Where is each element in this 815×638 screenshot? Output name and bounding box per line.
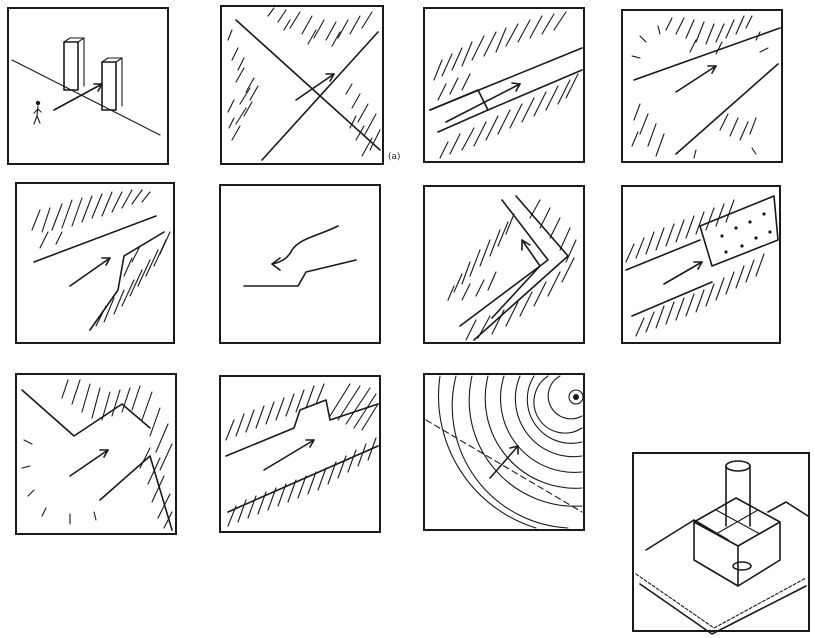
panel-frame	[622, 10, 782, 162]
panel-dotted-band-path	[622, 186, 780, 343]
panel-pillar-on-plinth	[633, 453, 809, 634]
panel-frame	[16, 183, 174, 343]
panel-step-path	[220, 185, 380, 343]
panel-frame	[220, 185, 380, 343]
figure-marker-label: (a)	[388, 151, 400, 162]
panel-threshold-path	[424, 8, 584, 162]
panel-frame	[8, 8, 168, 164]
panel-gate-path	[220, 376, 380, 532]
panel-frame	[221, 6, 383, 164]
panel-corner-opening	[16, 374, 176, 534]
panel-crossing-path	[221, 6, 383, 164]
panel-two-pillars-path	[8, 8, 168, 164]
panel-open-crossing	[622, 10, 782, 162]
panel-frame	[16, 374, 176, 534]
panel-frame	[424, 8, 584, 162]
panel-frame	[424, 186, 584, 343]
panel-chevron-path	[424, 186, 584, 343]
panel-contour-path	[424, 374, 584, 530]
panel-bend-path	[16, 183, 174, 343]
